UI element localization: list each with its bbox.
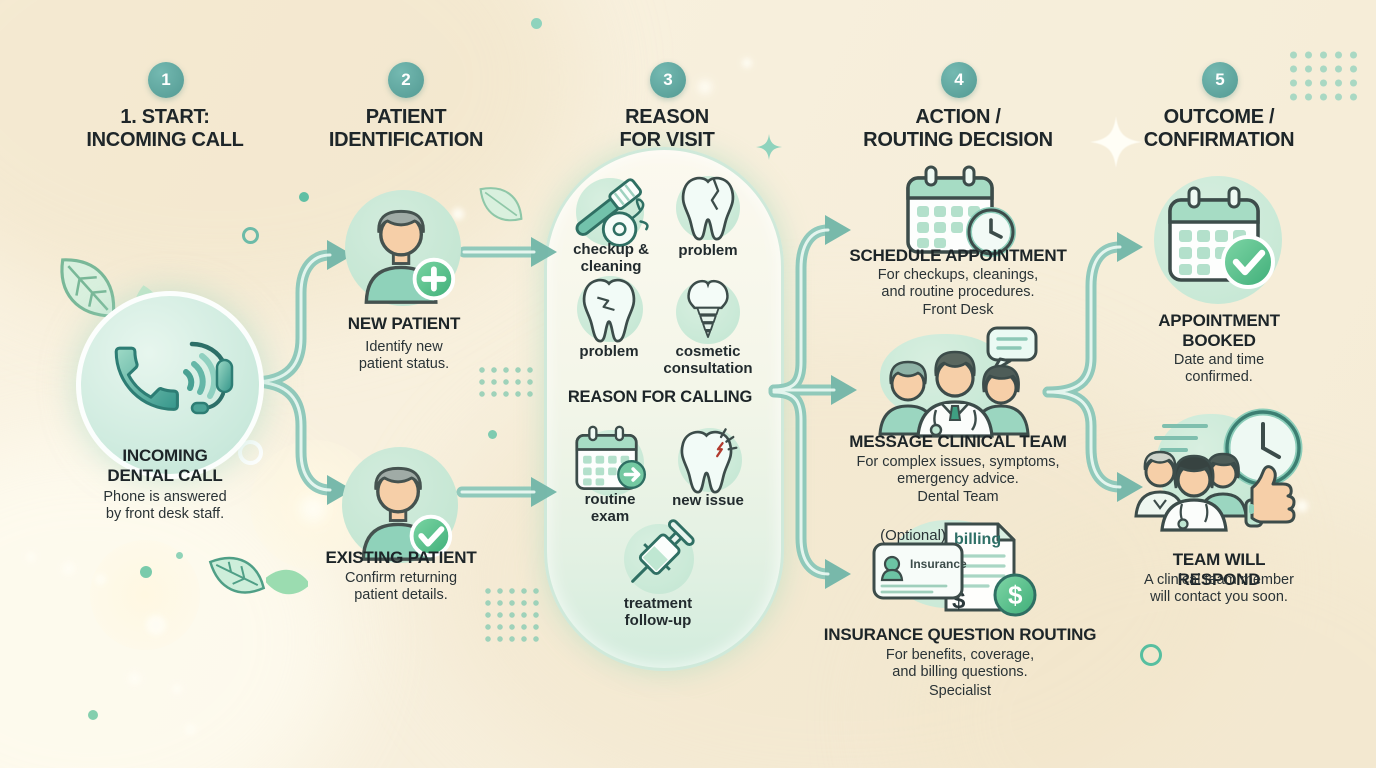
glow-dot xyxy=(172,684,182,694)
existing-patient-desc: Confirm returning patient details. xyxy=(344,570,458,603)
step-title: 1. START: INCOMING CALL xyxy=(86,106,244,152)
insurance-label: Insurance xyxy=(910,557,967,571)
team-respond-title: TEAM WILL RESPOND xyxy=(1172,550,1266,590)
existing-patient-title: EXISTING PATIENT xyxy=(325,548,477,567)
step-title: ACTION / ROUTING DECISION xyxy=(863,106,1053,152)
glow-dot xyxy=(26,552,36,562)
incoming-call-title: INCOMING DENTAL CALL xyxy=(107,446,223,486)
step-title: PATIENT IDENTIFICATION xyxy=(328,106,484,152)
clinical-team-icon xyxy=(878,326,1038,438)
appointment-booked-title: APPOINTMENT BOOKED xyxy=(1158,311,1280,351)
message-team-desc: For complex issues, symptoms, emergency … xyxy=(856,454,1060,487)
toothbrush-floss-icon xyxy=(575,178,649,247)
calendar-routine-icon xyxy=(575,425,647,490)
incoming-call-node xyxy=(76,291,264,479)
step-number: 2 xyxy=(401,70,411,89)
reason-label-new-issue: new issue xyxy=(672,492,744,509)
dot-decor xyxy=(488,430,497,439)
schedule-desc: For checkups, cleanings, and routine pro… xyxy=(877,267,1039,300)
glow-dot xyxy=(742,58,752,68)
leaf-icon xyxy=(266,569,308,595)
reason-label-routine: routine exam xyxy=(584,491,636,525)
step-number-badge: 5 xyxy=(1202,62,1238,98)
glow-dot xyxy=(146,615,166,635)
billing-label: billing xyxy=(954,531,1001,548)
glow-dot xyxy=(185,724,196,735)
new-patient-icon xyxy=(364,209,456,304)
dollar-badge: $ xyxy=(1008,580,1023,610)
message-team-title: MESSAGE CLINICAL TEAM xyxy=(849,432,1067,451)
glow-dot xyxy=(452,208,464,220)
team-respond-icon xyxy=(1134,408,1303,532)
insurance-desc: For benefits, coverage, and billing ques… xyxy=(885,647,1035,680)
sparkle-icon xyxy=(756,134,782,160)
circle-decor xyxy=(1140,644,1162,666)
step-number: 1 xyxy=(161,70,171,89)
dot-grid-decor xyxy=(476,364,534,402)
leaf-icon xyxy=(208,556,266,594)
glow-dot xyxy=(698,80,712,94)
insurance-optional-label: (Optional) xyxy=(880,527,946,544)
new-patient-title: NEW PATIENT xyxy=(347,314,461,333)
reason-label-cosmetic: cosmetic consultation xyxy=(663,343,753,377)
step-title: REASON FOR VISIT xyxy=(619,106,715,152)
step-number: 3 xyxy=(663,70,673,89)
calendar-clock-icon xyxy=(906,165,1016,257)
step-number: 5 xyxy=(1215,70,1225,89)
glow-dot xyxy=(95,574,106,585)
new-patient-desc: Identify new patient status. xyxy=(358,339,450,372)
insurance-owner: Specialist xyxy=(928,683,992,699)
syringe-icon xyxy=(631,519,695,583)
step-number-badge: 1 xyxy=(148,62,184,98)
glow-dot xyxy=(300,496,326,522)
light-glow xyxy=(90,540,200,650)
step-number: 4 xyxy=(954,70,964,89)
reason-label-problem2: problem xyxy=(579,343,639,360)
glow-dot xyxy=(128,672,141,685)
step-number-badge: 2 xyxy=(388,62,424,98)
message-team-owner: Dental Team xyxy=(917,489,999,505)
reason-label-followup: treatment follow-up xyxy=(623,595,693,629)
sparkle-icon xyxy=(1090,116,1142,168)
calendar-check-icon xyxy=(1168,186,1275,289)
dot-decor xyxy=(88,710,98,720)
schedule-title: SCHEDULE APPOINTMENT xyxy=(849,246,1067,265)
insurance-billing-icon: billing $ Insurance $ xyxy=(872,522,1037,617)
schedule-owner: Front Desk xyxy=(922,302,994,318)
step-number-badge: 4 xyxy=(941,62,977,98)
existing-patient-node xyxy=(342,447,458,563)
insurance-title: INSURANCE QUESTION ROUTING xyxy=(823,625,1097,644)
dot-grid-decor xyxy=(482,585,544,647)
dot-decor xyxy=(531,18,542,29)
dot-grid-decor xyxy=(1286,48,1360,106)
dot-decor xyxy=(140,566,152,578)
tooth-pain-icon xyxy=(680,428,738,494)
tooth-crack-icon xyxy=(582,278,636,343)
phone-headset-icon xyxy=(114,341,234,415)
team-respond-desc: A clinical team member will contact you … xyxy=(1144,572,1294,605)
incoming-call-desc: Phone is answered by front desk staff. xyxy=(103,489,227,522)
dot-decor xyxy=(176,552,183,559)
step-number-badge: 3 xyxy=(650,62,686,98)
reason-for-calling-heading: REASON FOR CALLING xyxy=(567,388,753,406)
leaf-icon xyxy=(60,258,116,318)
new-patient-node xyxy=(345,190,461,306)
leaf-icon xyxy=(479,187,523,222)
appointment-booked-desc: Date and time confirmed. xyxy=(1173,352,1265,385)
reason-label-checkup: checkup & cleaning xyxy=(573,241,649,275)
existing-patient-icon xyxy=(361,466,453,561)
implant-icon xyxy=(687,279,729,338)
step-title: OUTCOME / CONFIRMATION xyxy=(1143,106,1295,152)
circle-decor xyxy=(242,227,259,244)
cracked-tooth-icon xyxy=(681,176,735,241)
glow-dot xyxy=(1296,500,1308,512)
dot-decor xyxy=(299,192,309,202)
glow-dot xyxy=(62,562,75,575)
reason-label-problem: problem xyxy=(678,242,738,259)
circle-decor xyxy=(238,440,263,465)
